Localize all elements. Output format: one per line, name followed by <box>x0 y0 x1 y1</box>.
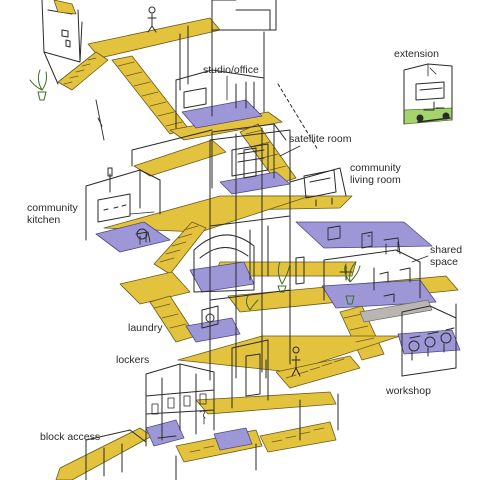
lockers-stair <box>275 355 361 389</box>
person-figure-lower <box>291 355 301 377</box>
top-right-tower <box>211 0 277 31</box>
label-shared-space: shared space <box>430 244 462 268</box>
shared-space-box <box>323 249 421 303</box>
label-lockers: lockers <box>116 354 150 366</box>
lower-building <box>231 339 269 409</box>
kitchen-stair <box>153 221 207 275</box>
laundry-landing <box>119 271 191 305</box>
label-community-living-room: community living room <box>350 162 401 186</box>
laundry-machine <box>201 305 219 329</box>
laundry-floor <box>185 317 241 343</box>
label-extension: extension <box>394 48 439 60</box>
label-shared-space-line2: space <box>430 256 459 268</box>
satellite-room <box>211 123 287 189</box>
shared-space-strip <box>359 299 433 323</box>
satellite-floor <box>219 171 291 195</box>
central-building <box>209 127 305 381</box>
middle-floor <box>103 195 311 233</box>
room-floors <box>95 99 461 451</box>
label-community-living-line2: living room <box>350 174 401 186</box>
person-figure-top <box>147 13 157 33</box>
label-block-access: block access <box>40 431 101 443</box>
lockers-box <box>145 363 215 447</box>
label-community-living-line1: community <box>350 162 401 174</box>
label-community-kitchen: community kitchen <box>27 202 78 226</box>
extension-module <box>403 63 453 125</box>
laundry-stair <box>149 295 197 343</box>
label-community-kitchen-line2: kitchen <box>27 214 61 226</box>
community-kitchen-box <box>85 167 161 241</box>
studio-floor <box>181 99 263 129</box>
building-walls <box>29 0 457 480</box>
label-workshop: workshop <box>386 385 431 397</box>
label-satellite-room: satellite room <box>289 133 352 145</box>
kitchen-floor <box>95 221 171 253</box>
upper-left-stair <box>57 51 109 91</box>
block-access-box <box>85 429 147 480</box>
ground-floor-room <box>213 427 253 451</box>
label-laundry: laundry <box>128 322 163 334</box>
living-room-floor <box>295 221 433 249</box>
ground-walkway <box>195 391 337 415</box>
shared-space-floor <box>321 279 437 309</box>
workshop-box <box>401 303 457 377</box>
ground-stair <box>259 421 337 453</box>
studio-stair <box>111 55 189 135</box>
label-shared-space-line1: shared <box>430 244 463 256</box>
leader-lines <box>129 75 429 263</box>
lockers-floor <box>145 419 185 447</box>
label-studio-office: studio/office <box>203 64 259 76</box>
studio-block <box>175 29 265 129</box>
interior-floor-mid <box>189 261 255 293</box>
label-community-kitchen-line1: community <box>27 202 78 214</box>
top-walkway <box>87 17 221 59</box>
